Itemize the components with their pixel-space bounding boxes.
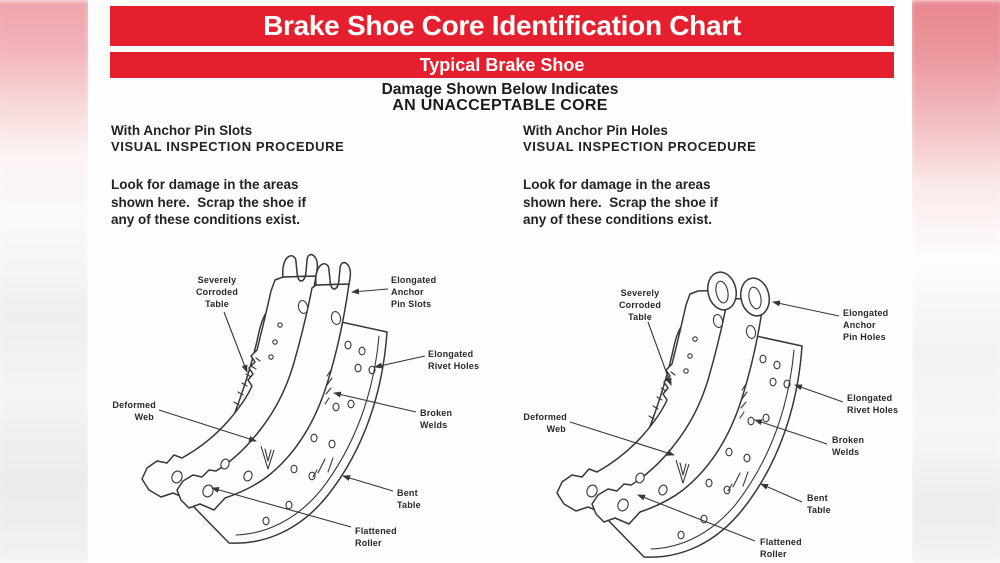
leader-line bbox=[158, 409, 257, 442]
left-column: With Anchor Pin Slots VISUAL INSPECTION … bbox=[111, 123, 441, 229]
diagram-label-line: Bent bbox=[397, 488, 418, 498]
diagram-label-line: Welds bbox=[832, 447, 859, 457]
leader-line bbox=[211, 487, 352, 528]
diagram-label-line: Broken bbox=[832, 435, 864, 445]
diagram-label-line: Broken bbox=[420, 408, 452, 418]
instruction-line: Look for damage in the areas bbox=[523, 177, 711, 192]
diagram-label-line: Pin Slots bbox=[391, 299, 431, 309]
diagram-label-line: Web bbox=[547, 424, 567, 434]
leader-line bbox=[772, 300, 840, 317]
column-heading-variant: With Anchor Pin Slots bbox=[111, 123, 253, 138]
brake-shoe-left-drawing: Severely Corroded Table Elongated Anchor… bbox=[112, 253, 479, 548]
chart-subtitle-banner: Typical Brake Shoe bbox=[110, 52, 894, 78]
leader-line bbox=[754, 419, 828, 445]
diagram-label-line: Pin Holes bbox=[843, 332, 886, 342]
diagram-label-deformed-web: Deformed Web bbox=[523, 412, 567, 434]
leader-line bbox=[223, 311, 248, 373]
diagram-label-line: Elongated bbox=[428, 349, 473, 359]
diagram-label-line: Severely bbox=[198, 275, 237, 285]
chart-subtitle: Typical Brake Shoe bbox=[419, 55, 585, 75]
anchor-pin-slot bbox=[282, 253, 319, 282]
diagram-label-severely-corroded-table: Severely Corroded Table bbox=[619, 288, 661, 322]
column-heading-procedure: VISUAL INSPECTION PROCEDURE bbox=[111, 139, 345, 154]
diagram-label-bent-table: Bent Table bbox=[807, 493, 831, 515]
leader-line bbox=[647, 321, 672, 386]
diagram-label-line: Bent bbox=[807, 493, 828, 503]
instruction-line: any of these conditions exist. bbox=[523, 212, 713, 227]
diagram-label-elongated-rivet-holes: Elongated Rivet Holes bbox=[428, 349, 479, 371]
diagram-label-line: Table bbox=[807, 505, 831, 515]
leader-line bbox=[569, 421, 675, 456]
instruction-line: Look for damage in the areas bbox=[111, 177, 299, 192]
diagram-label-line: Welds bbox=[420, 420, 447, 430]
brake-shoe-diagrams: Severely Corroded Table Elongated Anchor… bbox=[112, 253, 898, 559]
instruction-paragraph: Look for damage in the areas shown here.… bbox=[111, 176, 441, 229]
diagram-label-line: Elongated bbox=[391, 275, 436, 285]
diagram-label-flattened-roller: Flattened Roller bbox=[760, 537, 802, 559]
diagram-label-line: Web bbox=[135, 412, 155, 422]
anchor-pin-hole bbox=[739, 277, 771, 317]
column-heading-procedure: VISUAL INSPECTION PROCEDURE bbox=[523, 139, 757, 154]
diagram-label-line: Deformed bbox=[523, 412, 567, 422]
diagram-label-bent-table: Bent Table bbox=[397, 488, 421, 510]
right-column: With Anchor Pin Holes VISUAL INSPECTION … bbox=[523, 123, 853, 229]
diagram-label-line: Anchor bbox=[843, 320, 876, 330]
diagram-label-line: Table bbox=[205, 299, 229, 309]
leader-line bbox=[333, 391, 417, 413]
instruction-line: shown here. Scrap the shoe if bbox=[111, 194, 307, 210]
chart-title: Brake Shoe Core Identification Chart bbox=[263, 10, 741, 41]
damage-notice-line2: AN UNACCEPTABLE CORE bbox=[392, 97, 608, 114]
diagram-label-flattened-roller: Flattened Roller bbox=[355, 526, 397, 548]
diagram-label-elongated-anchor-pin-holes: Elongated Anchor Pin Holes bbox=[843, 308, 888, 342]
instruction-paragraph: Look for damage in the areas shown here.… bbox=[523, 176, 853, 229]
diagram-label-line: Roller bbox=[355, 538, 382, 548]
leader-line bbox=[760, 483, 803, 503]
diagram-label-line: Anchor bbox=[391, 287, 424, 297]
diagram-label-line: Flattened bbox=[355, 526, 397, 536]
instruction-line: any of these conditions exist. bbox=[111, 212, 301, 227]
diagram-label-line: Rivet Holes bbox=[847, 405, 898, 415]
diagram-label-line: Table bbox=[397, 500, 421, 510]
diagram-label-line: Corroded bbox=[196, 287, 238, 297]
diagram-label-line: Deformed bbox=[112, 400, 156, 410]
diagram-label-line: Roller bbox=[760, 549, 787, 559]
background-blur-right bbox=[910, 0, 1000, 563]
instruction-line: shown here. Scrap the shoe if bbox=[523, 194, 719, 210]
background-blur-left bbox=[0, 0, 90, 563]
diagram-label-broken-welds: Broken Welds bbox=[832, 435, 864, 457]
leader-line bbox=[637, 494, 756, 542]
diagram-label-line: Corroded bbox=[619, 300, 661, 310]
leader-line bbox=[794, 384, 844, 403]
leader-line bbox=[374, 355, 426, 369]
diagram-label-line: Severely bbox=[621, 288, 660, 298]
diagram-label-deformed-web: Deformed Web bbox=[112, 400, 156, 422]
diagram-label-line: Table bbox=[628, 312, 652, 322]
anchor-pin-hole bbox=[706, 271, 738, 311]
diagram-label-line: Elongated bbox=[843, 308, 888, 318]
brake-shoe-right-drawing: Severely Corroded Table Elongated Anchor… bbox=[523, 271, 898, 559]
diagram-label-elongated-anchor-pin-slots: Elongated Anchor Pin Slots bbox=[391, 275, 436, 309]
diagram-label-line: Elongated bbox=[847, 393, 892, 403]
leader-line bbox=[351, 288, 389, 295]
anchor-pin-slot bbox=[315, 261, 352, 290]
leader-line bbox=[342, 475, 394, 492]
column-heading-variant: With Anchor Pin Holes bbox=[523, 123, 668, 138]
diagram-label-broken-welds: Broken Welds bbox=[420, 408, 452, 430]
diagram-label-elongated-rivet-holes: Elongated Rivet Holes bbox=[847, 393, 898, 415]
chart-title-banner: Brake Shoe Core Identification Chart bbox=[110, 6, 894, 46]
chart-content: Brake Shoe Core Identification Chart Typ… bbox=[88, 0, 912, 563]
diagram-label-severely-corroded-table: Severely Corroded Table bbox=[196, 275, 238, 309]
diagram-label-line: Rivet Holes bbox=[428, 361, 479, 371]
diagram-label-line: Flattened bbox=[760, 537, 802, 547]
damage-notice-line1: Damage Shown Below Indicates bbox=[381, 81, 619, 98]
